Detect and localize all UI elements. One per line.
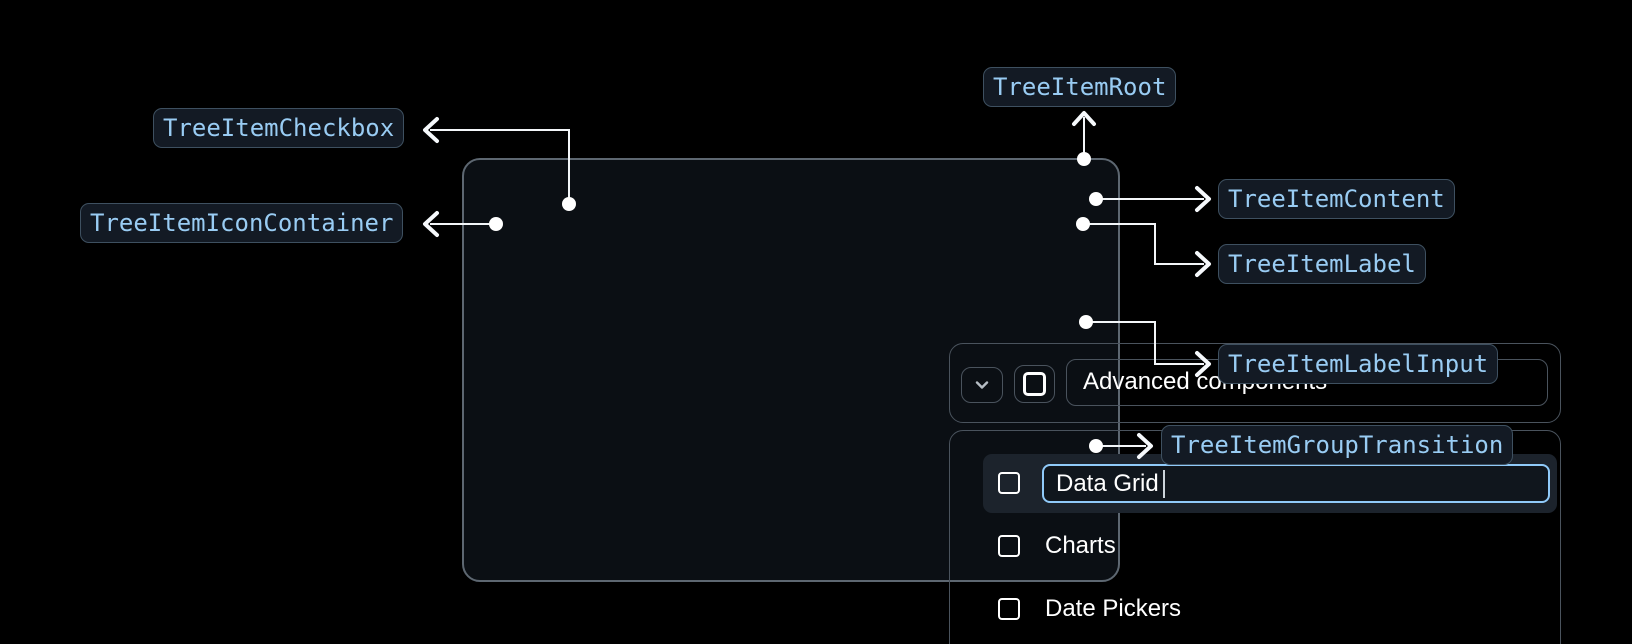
tree-item-label-input[interactable]: Data Grid xyxy=(1042,464,1550,503)
checkbox-unchecked-icon[interactable] xyxy=(998,598,1020,620)
tree-item-checkbox[interactable] xyxy=(1014,365,1055,403)
chevron-down-icon xyxy=(973,376,991,394)
callout-tree-item-group-transition: TreeItemGroupTransition xyxy=(1161,425,1514,465)
checkbox-unchecked-icon[interactable] xyxy=(998,472,1020,494)
checkbox-unchecked-icon xyxy=(1023,372,1046,396)
callout-tree-item-label: TreeItemLabel xyxy=(1218,244,1426,284)
checkbox-unchecked-icon[interactable] xyxy=(998,535,1020,557)
tree-row-label: Date Pickers xyxy=(1045,595,1182,622)
callout-tree-item-root: TreeItemRoot xyxy=(983,67,1177,107)
tree-row-label: Charts xyxy=(1045,532,1116,559)
label-input-value: Data Grid xyxy=(1056,470,1159,497)
callout-tree-item-icon-container: TreeItemIconContainer xyxy=(80,203,404,243)
tree-row-charts[interactable]: Charts xyxy=(950,524,1560,568)
tree-row-date-pickers[interactable]: Date Pickers xyxy=(950,587,1560,631)
tree-item-icon-container[interactable] xyxy=(961,367,1003,403)
callout-tree-item-content: TreeItemContent xyxy=(1218,179,1455,219)
callout-tree-item-label-input: TreeItemLabelInput xyxy=(1218,344,1499,384)
text-caret xyxy=(1162,469,1165,498)
tree-item-root: Advanced components Data Grid Charts Dat… xyxy=(462,158,1561,644)
callout-tree-item-checkbox: TreeItemCheckbox xyxy=(153,108,405,148)
